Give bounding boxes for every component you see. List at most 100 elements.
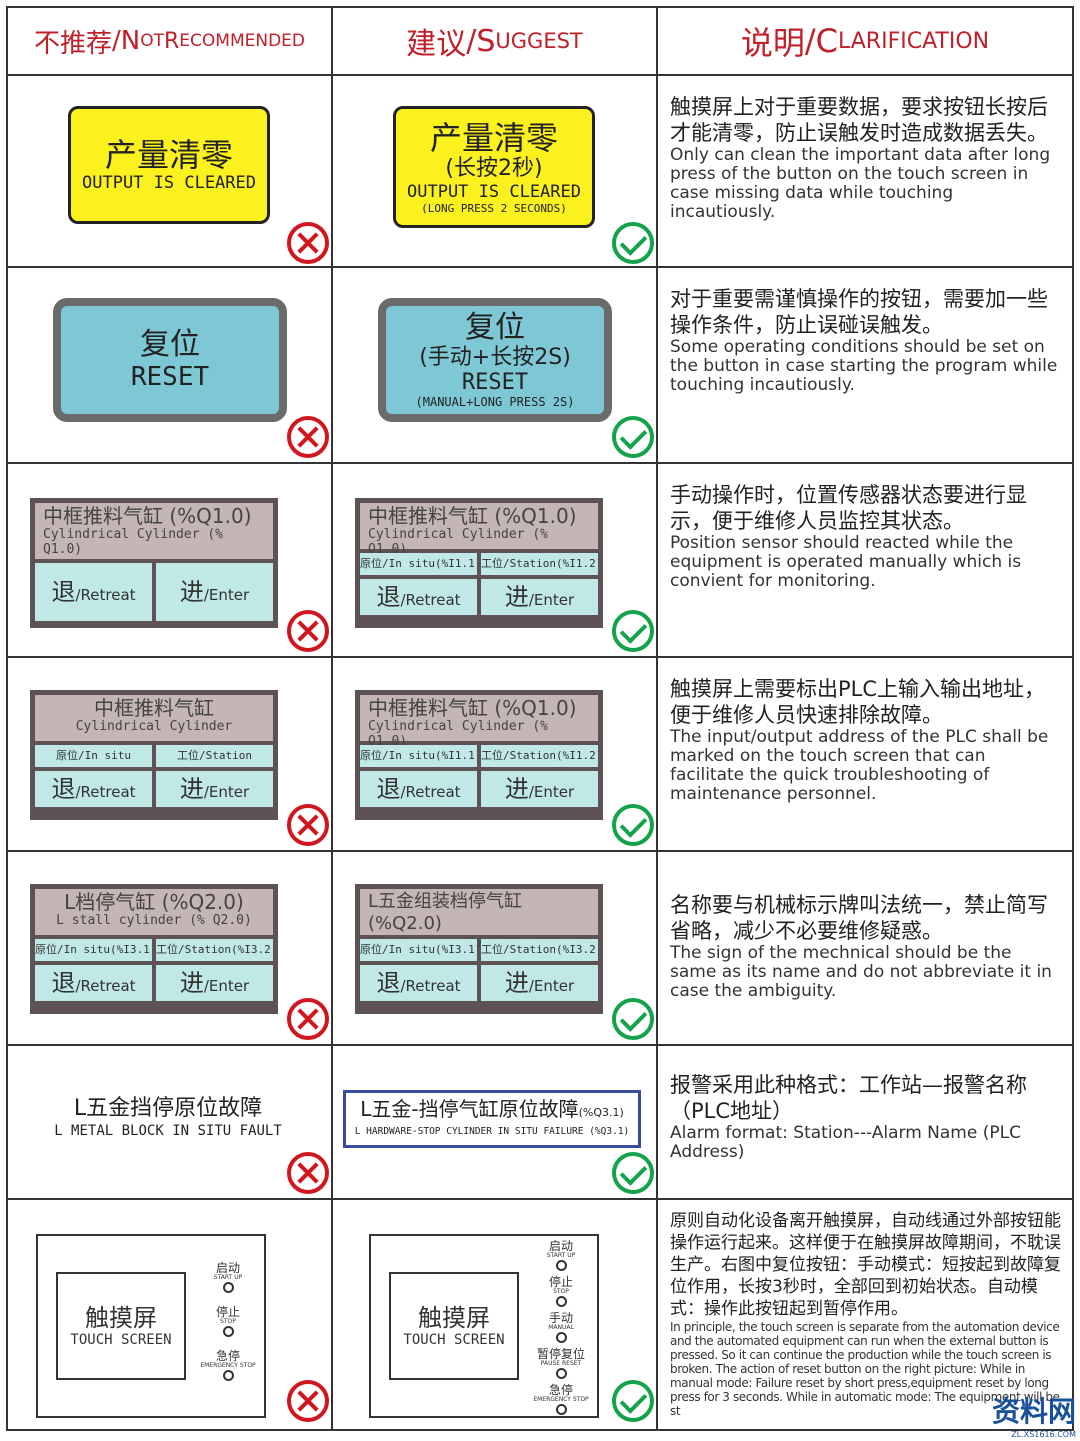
- table-row: 中框推料气缸 Cylindrical Cylinder 原位/In situ 工…: [8, 658, 1072, 852]
- button-dot-icon: [555, 1368, 567, 1379]
- clarification-en: Only can clean the important data after …: [670, 145, 1051, 222]
- station-indicator: 工位/Station(%I3.2): [481, 939, 598, 961]
- cylinder-panel: 中框推料气缸 (%Q1.0) Cylindrical Cylinder (% Q…: [30, 498, 278, 628]
- header-en-rest: LARIFICATION: [838, 28, 990, 54]
- alarm-address: (%Q3.1): [578, 1106, 624, 1119]
- screen-label-en: TOUCH SCREEN: [70, 1332, 172, 1348]
- clarification-cn: 手动操作时，位置传感器状态要进行显示，便于维修人员监控其状态。: [670, 483, 1027, 533]
- station-indicator: 工位/Station(%I1.2): [481, 553, 598, 575]
- station-indicator: 工位/Station: [156, 745, 273, 767]
- clarification-en: Position sensor should reacted while the…: [670, 533, 1022, 591]
- check-icon: [612, 1152, 654, 1194]
- retreat-cn: 退: [376, 775, 401, 803]
- watermark-brand: 资料网: [991, 1395, 1076, 1428]
- screen-label-cn: 触摸屏: [418, 1304, 490, 1332]
- emergency-stop-key: 急停 EMERGENCY STOP: [198, 1350, 258, 1381]
- check-icon: [612, 416, 654, 458]
- enter-button: 进/Enter: [481, 579, 598, 615]
- enter-button: 进/Enter: [156, 771, 273, 807]
- check-icon: [612, 610, 654, 652]
- panel-title: 中框推料气缸 Cylindrical Cylinder: [35, 695, 273, 741]
- watermark-logo: 资料网 ZL.XS1616.COM: [992, 1390, 1076, 1439]
- screen-label-en: TOUCH SCREEN: [403, 1332, 505, 1348]
- button-dot-icon: [555, 1296, 567, 1307]
- bad-example: L档停气缸 (%Q2.0) L stall cylinder (% Q2.0) …: [8, 852, 333, 1044]
- button-label-en: RESET: [130, 362, 210, 392]
- in-situ-indicator: 原位/In situ(%I3.1): [360, 939, 477, 961]
- good-example: 产量清零 (长按2秒) OUTPUT IS CLEARED (LONG PRES…: [333, 76, 658, 266]
- cylinder-panel: 中框推料气缸 (%Q1.0) Cylindrical Cylinder (% Q…: [355, 690, 603, 820]
- header-en-cap: /S: [466, 23, 496, 59]
- enter-button: 进/Enter: [156, 563, 273, 621]
- screen-label-cn: 触摸屏: [85, 1304, 157, 1332]
- clarification-en: Some operating conditions should be set …: [670, 337, 1058, 395]
- good-example: L五金-挡停气缸原位故障(%Q3.1) L HARDWARE-STOP CYLI…: [333, 1046, 658, 1198]
- panel-title: 中框推料气缸 (%Q1.0) Cylindrical Cylinder (% Q…: [360, 503, 598, 557]
- header-cn: 不推荐: [33, 28, 112, 59]
- check-icon: [612, 804, 654, 846]
- alarm-message: L五金-挡停气缸原位故障(%Q3.1) L HARDWARE-STOP CYLI…: [343, 1090, 641, 1148]
- start-key: 启动 START UP: [198, 1262, 258, 1293]
- retreat-button: 退/Retreat: [360, 579, 477, 615]
- header-en-cap: /N: [112, 26, 141, 56]
- in-situ-indicator: 原位/In situ(%I1.1): [360, 553, 477, 575]
- clarification-cn: 触摸屏上需要标出PLC上输入输出地址，便于维修人员快速排除故障。: [670, 677, 1046, 727]
- enter-cn: 进: [179, 578, 204, 606]
- stop-key: 停止 STOP: [531, 1276, 591, 1307]
- retreat-cn: 退: [51, 775, 76, 803]
- good-example: 触摸屏 TOUCH SCREEN 启动 START UP 停止 STOP 手动 …: [333, 1200, 658, 1429]
- pause-reset-key: 暂停复位 PAUSE RESET: [531, 1348, 591, 1379]
- clarification-cn: 名称要与机械标示牌叫法统一，禁止简写省略，减少不必要维修疑惑。: [670, 893, 1048, 943]
- button-label-en: OUTPUT IS CLEARED: [82, 173, 256, 193]
- cylinder-panel: 中框推料气缸 (%Q1.0) Cylindrical Cylinder (% Q…: [355, 498, 603, 628]
- bad-example: 复位 RESET: [8, 268, 333, 462]
- cross-icon: [287, 610, 329, 652]
- retreat-en: /Retreat: [400, 591, 461, 609]
- cross-icon: [287, 1152, 329, 1194]
- retreat-en: /Retreat: [75, 586, 136, 604]
- panel-title-en: Cylindrical Cylinder: [75, 719, 233, 734]
- key-label-en: START UP: [546, 1252, 576, 1259]
- enter-cn: 进: [179, 775, 204, 803]
- touch-screen-device: 触摸屏 TOUCH SCREEN 启动 START UP 停止 STOP 手动 …: [369, 1234, 599, 1418]
- bad-example: 产量清零 OUTPUT IS CLEARED: [8, 76, 333, 266]
- panel-title: 中框推料气缸 (%Q1.0) Cylindrical Cylinder (% Q…: [360, 695, 598, 749]
- touch-screen: 触摸屏 TOUCH SCREEN: [389, 1272, 519, 1380]
- cross-icon: [287, 222, 329, 264]
- retreat-cn: 退: [376, 583, 401, 611]
- in-situ-indicator: 原位/In situ(%I1.1): [360, 745, 477, 767]
- retreat-cn: 退: [376, 969, 401, 997]
- key-label-en: STOP: [553, 1288, 569, 1295]
- clarification-text: 触摸屏上对于重要数据，要求按钮长按后才能清零，防止误触发时造成数据丢失。 Onl…: [658, 76, 1072, 266]
- clarification-cn: 对于重要需谨慎操作的按钮，需要加一些操作条件，防止误碰误触发。: [670, 287, 1048, 337]
- stop-key: 停止 STOP: [198, 1306, 258, 1337]
- retreat-button: 退/Retreat: [360, 965, 477, 1001]
- cross-icon: [287, 1380, 329, 1422]
- cross-icon: [287, 804, 329, 846]
- key-label-en: MANUAL: [548, 1324, 574, 1331]
- enter-en: /Enter: [528, 591, 575, 609]
- alarm-en: L HARDWARE-STOP CYLINDER IN SITU FAILURE…: [354, 1126, 630, 1137]
- button-label-en-sub: (LONG PRESS 2 SECONDS): [421, 201, 567, 215]
- button-dot-icon: [555, 1260, 567, 1271]
- clarification-text: 报警采用此种格式：工作站—报警名称（PLC地址） Alarm format: S…: [658, 1046, 1072, 1198]
- clarification-text: 手动操作时，位置传感器状态要进行显示，便于维修人员监控其状态。 Position…: [658, 464, 1072, 656]
- manual-key: 手动 MANUAL: [531, 1312, 591, 1343]
- header-cn: 说明: [740, 24, 805, 62]
- key-label-en: EMERGENCY STOP: [533, 1396, 589, 1403]
- enter-button: 进/Enter: [156, 965, 273, 1001]
- table-row: 复位 RESET 复位 (手动+长按2S) RESET (MANUAL+LONG…: [8, 268, 1072, 464]
- retreat-en: /Retreat: [400, 783, 461, 801]
- enter-cn: 进: [504, 969, 529, 997]
- button-label-en: OUTPUT IS CLEARED: [407, 181, 581, 202]
- enter-en: /Enter: [203, 586, 250, 604]
- panel-title-cn: 中框推料气缸 (%Q1.0): [368, 504, 577, 528]
- retreat-en: /Retreat: [75, 783, 136, 801]
- clarification-cn: 触摸屏上对于重要数据，要求按钮长按后才能清零，防止误触发时造成数据丢失。: [670, 95, 1048, 145]
- header-en-rest: ECOMMENDED: [179, 31, 305, 51]
- clarification-text: 名称要与机械标示牌叫法统一，禁止简写省略，减少不必要维修疑惑。 The sign…: [658, 852, 1072, 1044]
- clarification-text: 触摸屏上需要标出PLC上输入输出地址，便于维修人员快速排除故障。 The inp…: [658, 658, 1072, 850]
- panel-title: 中框推料气缸 (%Q1.0) Cylindrical Cylinder (% Q…: [35, 503, 273, 559]
- key-label-cn: 停止: [215, 1305, 240, 1319]
